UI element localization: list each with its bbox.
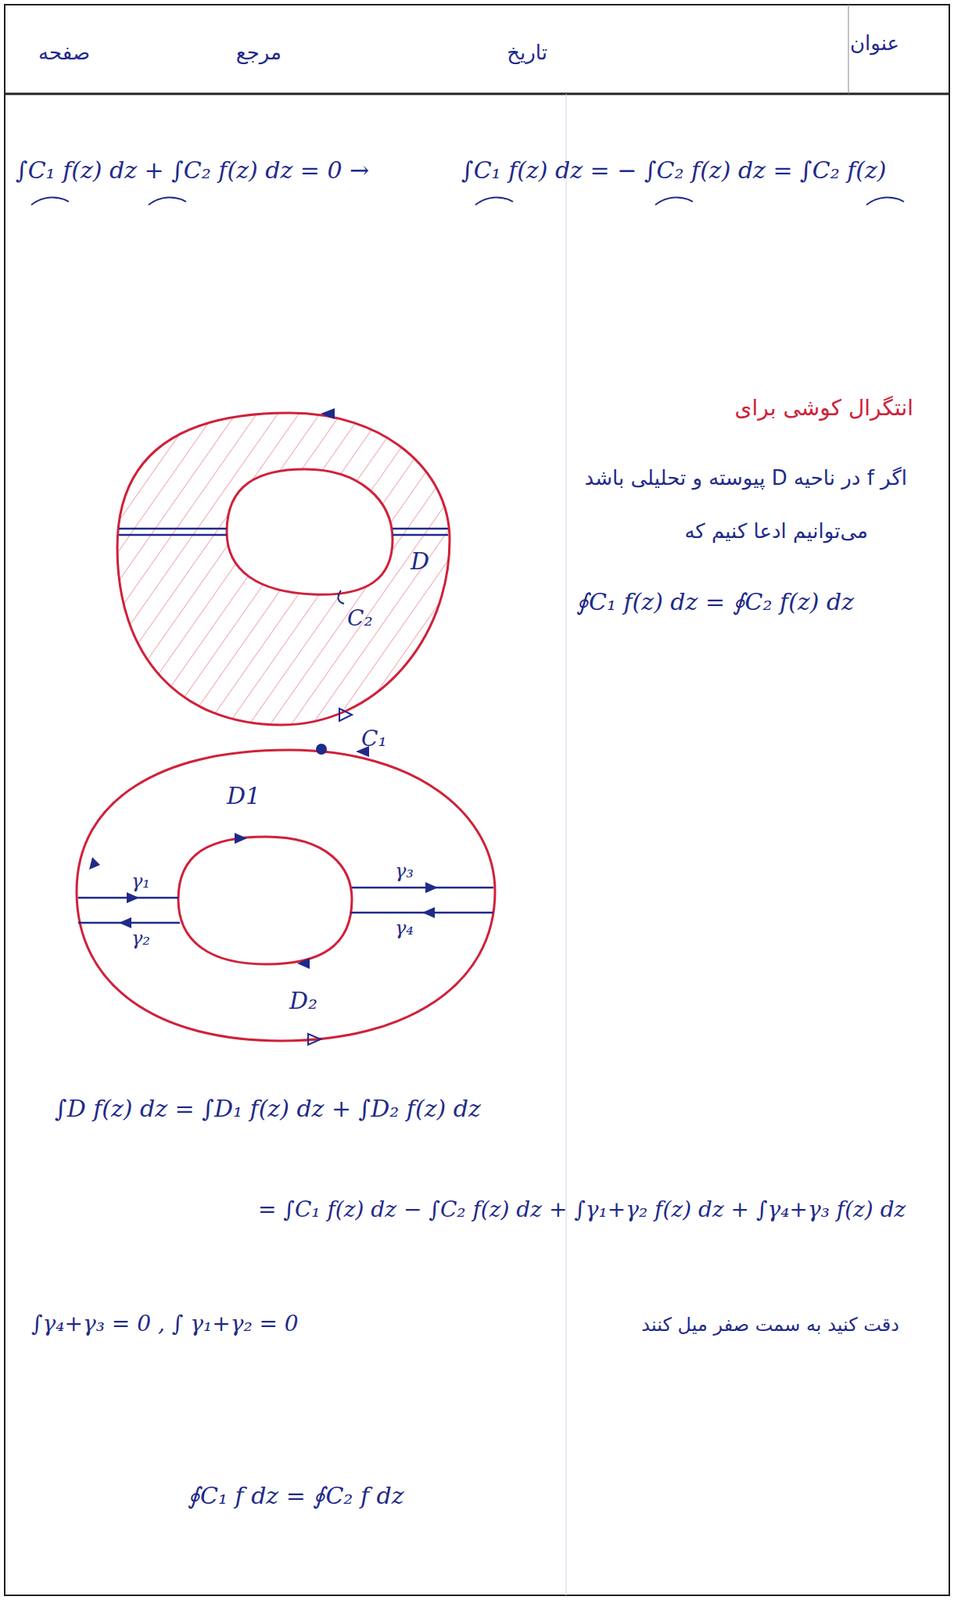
hatched-region [117,412,450,725]
inner-contour [226,469,393,595]
arrowhead [118,917,132,929]
cut-line [392,527,449,531]
arrowhead [320,408,335,420]
header-cell: صفحه [38,40,90,65]
cut-line [118,534,227,537]
page-frame [4,4,950,1596]
path-label: γ₄ [394,917,414,940]
header-cell: تاریخ [506,40,548,65]
equation: ∮C₁ f(z) dz = ∮C₂ f(z) dz [576,588,854,617]
header-rule [4,93,950,96]
contour-label: C₂ [347,605,373,632]
annulus-figure-1 [117,408,450,725]
region-label: D1 [226,781,261,811]
equation: ∫D f(z) dz = ∫D₁ f(z) dz + ∫D₂ f(z) dz [54,1094,481,1123]
side-note: دقت کنید به سمت صفر میل کنند [641,1313,900,1337]
equation: ∫γ₄+γ₃ = 0 , ∫ γ₁+γ₂ = 0 [31,1310,299,1338]
region-label: D [410,547,430,576]
header-cell: عنوان [849,31,900,56]
inner-contour [178,836,352,965]
arrowhead [89,857,101,870]
header-divider [848,4,850,94]
arrowhead [422,907,435,919]
path-label: γ₃ [394,860,414,883]
ink-dot [315,743,327,755]
header-cell: مرجع [236,40,282,65]
path-label: γ₁ [131,870,151,894]
label-tail [338,590,345,604]
arrowhead [297,957,310,969]
annulus-figure-2 [76,743,495,1045]
arrowhead [234,832,248,844]
contour-label: C₁ [361,725,388,753]
cut-line [392,534,449,537]
outer-contour [117,412,450,725]
path-label: γ₂ [131,927,151,951]
equation: ∫C₁ f(z) dz = − ∫C₂ f(z) dz = ∫C₂ f(z) [461,156,887,185]
region-label: D₂ [289,986,318,1015]
contour-marks [31,197,904,205]
statement-text: می‌توانیم ادعا کنیم که [684,519,868,544]
cut-line [351,886,494,890]
equation: ∮C₁ f dz = ∮C₂ f dz [187,1481,405,1510]
outer-contour [76,749,495,1041]
margin-rule [566,93,567,1596]
arrowhead [308,1033,321,1045]
equation: ∫C₁ f(z) dz + ∫C₂ f(z) dz = 0 → [15,156,370,185]
cut-line [118,527,227,531]
statement-text: اگر f در ناحیه D پیوسته و تحلیلی باشد [584,466,908,491]
arrowhead [339,708,352,721]
cut-line [350,911,494,915]
arrowhead [126,892,140,904]
heading-note: انتگرال کوشی برای [735,394,914,422]
equation: = ∫C₁ f(z) dz − ∫C₂ f(z) dz + ∫γ₁+γ₂ f(z… [258,1196,906,1223]
arrowhead [425,882,438,894]
